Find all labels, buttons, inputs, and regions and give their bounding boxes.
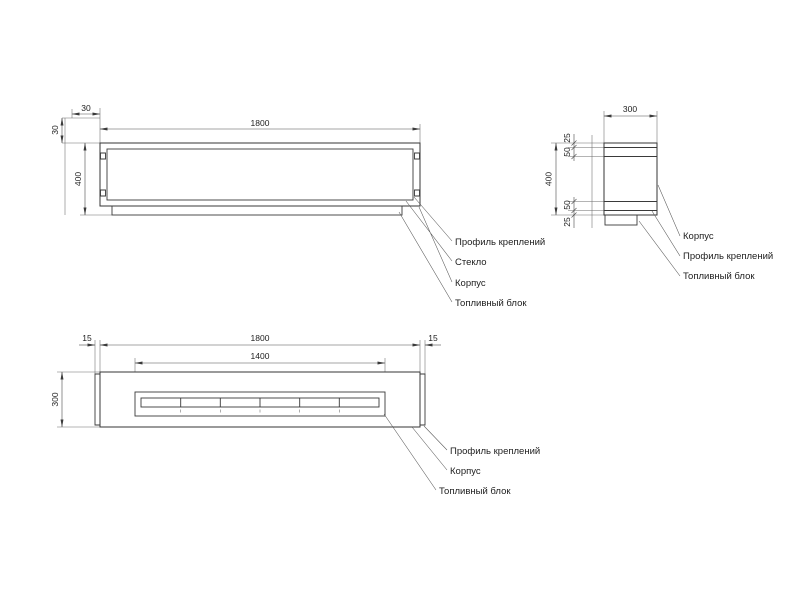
top-callout-leaders — [383, 413, 448, 491]
side-view: 300 25 50 400 50 25 Корпус Профиль крепл… — [544, 104, 774, 282]
front-callout-body: Корпус — [455, 278, 486, 289]
top-burner-ticks — [180, 409, 340, 413]
top-dim-left-overhang-label: 15 — [82, 333, 92, 343]
side-callout-fuel: Топливный блок — [683, 271, 755, 282]
top-fuel-outline — [134, 391, 386, 417]
front-fuel-block — [111, 205, 403, 216]
top-dim-right-overhang-label: 15 — [428, 333, 438, 343]
front-profile-mounts — [100, 152, 420, 197]
front-body-outline — [99, 142, 421, 207]
side-callout-body: Корпус — [683, 231, 714, 242]
side-dim-ticks-top — [571, 140, 577, 160]
front-callout-glass: Стекло — [455, 257, 487, 268]
top-dim-width-label: 1800 — [251, 333, 270, 343]
front-callout-fuel: Топливный блок — [455, 298, 527, 309]
top-profile-plates — [94, 373, 426, 426]
side-dim-height-label: 400 — [544, 172, 554, 186]
side-dim-top-profile-label: 50 — [562, 147, 572, 157]
side-extension-lines — [551, 111, 658, 216]
front-dim-height-label: 400 — [73, 172, 83, 186]
front-dim-offset-v-label: 30 — [50, 125, 60, 135]
front-callout-leaders — [398, 196, 453, 303]
front-wall-lines — [62, 117, 100, 215]
side-dim-depth-label: 300 — [623, 104, 637, 114]
side-callout-profile: Профиль креплений — [683, 251, 773, 262]
side-dim-bottom-profile-label: 50 — [562, 200, 572, 210]
side-dim-top-gap-label: 25 — [562, 133, 572, 143]
front-view: 30 30 1800 400 Профиль креплений Стекло … — [50, 103, 545, 309]
top-burner-dividers — [180, 398, 340, 407]
top-dim-depth-label: 300 — [50, 392, 60, 406]
side-body-outline — [603, 142, 658, 216]
top-dim-fuel-width-label: 1400 — [251, 351, 270, 361]
top-callout-profile: Профиль креплений — [450, 446, 540, 457]
side-fuel-block — [604, 214, 638, 226]
front-dim-offset-h-label: 30 — [81, 103, 91, 113]
top-view: 15 1800 15 1400 300 Профиль креплений Ко… — [50, 333, 540, 497]
top-callout-body: Корпус — [450, 466, 481, 477]
front-callout-profile: Профиль креплений — [455, 237, 545, 248]
front-glass-outline — [106, 148, 414, 201]
side-dim-bottom-gap-label: 25 — [562, 217, 572, 227]
top-callout-fuel: Топливный блок — [439, 486, 511, 497]
side-dim-ticks-bottom — [571, 198, 577, 218]
side-profile-lines — [604, 147, 657, 211]
front-dim-width-label: 1800 — [251, 118, 270, 128]
side-callout-leaders — [638, 184, 681, 277]
